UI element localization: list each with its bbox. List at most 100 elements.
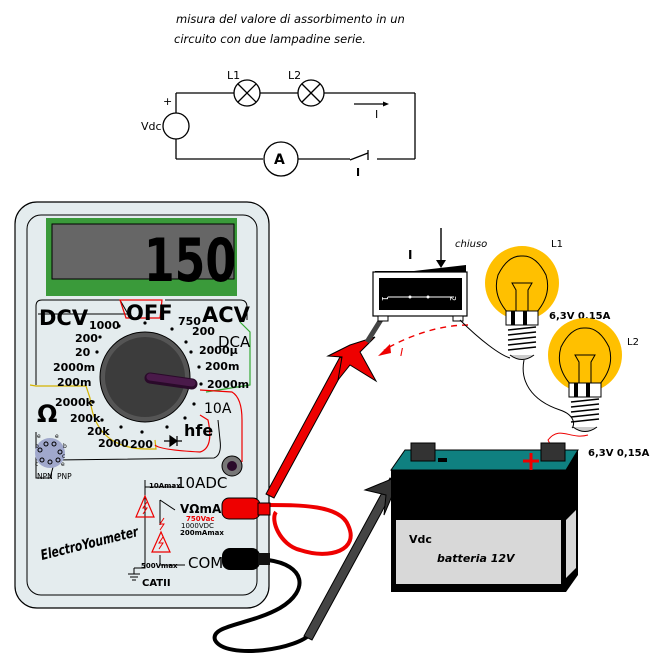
- jack-vomA-max: 200mAmax: [180, 529, 224, 537]
- dcv-range[interactable]: 1000: [89, 319, 120, 332]
- rocker-switch[interactable]: 1 2: [372, 228, 468, 322]
- bulb-l1-rating: 6,3V 0,15A: [549, 311, 611, 322]
- jack-vomA-dc: 1000VDC: [181, 522, 214, 530]
- current-flow-arrow: [383, 324, 469, 351]
- switch-symbol: [349, 152, 369, 161]
- bulb-l1: [485, 246, 559, 360]
- acv-region-outline: [165, 299, 248, 320]
- circuit-schematic: [162, 79, 416, 177]
- switch-pin-1: 1: [380, 296, 389, 301]
- dcv-region-outline: [35, 299, 129, 385]
- bulb-l1-label: L1: [551, 239, 563, 250]
- multimeter-panel: [26, 214, 258, 596]
- display-value: 150: [144, 226, 236, 296]
- dcv-range[interactable]: 20: [75, 346, 91, 359]
- acv-range[interactable]: 200: [192, 325, 215, 338]
- socket-pin-label: e: [61, 461, 65, 468]
- switch-state-label: chiuso: [455, 239, 487, 250]
- bulb-base-collar: [568, 382, 602, 398]
- switch-pointer-arrow-icon: [436, 260, 446, 268]
- lightning-icon: [158, 536, 164, 550]
- category-label: CATII: [142, 578, 171, 589]
- ground-icon: [128, 568, 140, 581]
- dca-range[interactable]: 200m: [205, 360, 239, 373]
- dial-dots: [91, 321, 203, 434]
- red-lead-plug[interactable]: [221, 497, 261, 520]
- amp10-region-outline: [199, 389, 243, 462]
- jack-com-max: 500Vmax: [141, 562, 178, 570]
- lamp-l1-symbol: [233, 79, 261, 107]
- mode-dca[interactable]: DCA: [218, 333, 251, 351]
- current-flow-label: I: [400, 346, 403, 359]
- ohm-range[interactable]: 20k: [87, 425, 110, 438]
- mode-hfe[interactable]: hfe: [184, 421, 213, 440]
- dca-range[interactable]: 2000µ: [199, 344, 238, 357]
- ohm-range[interactable]: 200k: [70, 412, 101, 425]
- source-label: Vdc: [141, 120, 162, 133]
- lamp-l1-label: L1: [227, 69, 240, 82]
- mode-dcv[interactable]: DCV: [39, 306, 89, 330]
- lightning-icon: [159, 517, 165, 531]
- socket-pin-label: b: [35, 443, 39, 450]
- bulb-base-collar: [505, 310, 539, 326]
- lamp-l2-label: L2: [288, 69, 301, 82]
- ohm-region-outline: [29, 384, 157, 450]
- bulb-filament: [574, 354, 596, 383]
- mode-off[interactable]: OFF: [126, 301, 173, 325]
- switch-label: I: [408, 248, 412, 262]
- dcv-range[interactable]: 2000m: [53, 361, 95, 374]
- socket-pin-label: b: [63, 443, 67, 450]
- battery: [390, 442, 579, 592]
- ohm-range[interactable]: 2000: [98, 437, 129, 450]
- lightning-icon: [142, 501, 148, 515]
- red-probe-tip: [364, 316, 385, 344]
- current-arrowhead-icon: [383, 101, 389, 107]
- current-flow-arrowhead-icon: [378, 344, 391, 356]
- ammeter-label: A: [274, 152, 285, 168]
- switch-label: I: [356, 166, 360, 179]
- ohm-range[interactable]: 200: [130, 438, 153, 451]
- black-probe-shaft: [303, 477, 399, 641]
- mode-acv[interactable]: ACV: [202, 303, 251, 327]
- acv-range[interactable]: 750: [178, 315, 201, 328]
- battery-negative-terminal: [410, 442, 436, 462]
- dca-range[interactable]: 2000m: [207, 378, 249, 391]
- socket-pin-label: c: [35, 461, 38, 468]
- mode-10a[interactable]: 10A: [204, 401, 232, 417]
- battery-type-label: Vdc: [409, 533, 432, 546]
- wire-l1-to-l2: [522, 359, 574, 429]
- display-lcd: [51, 223, 235, 280]
- hfe-region-outline: [35, 419, 221, 479]
- bulb-filament: [511, 282, 533, 311]
- plus-sign: +: [163, 95, 172, 108]
- bulb-glass: [558, 327, 612, 386]
- jack-com-label: COM: [188, 554, 223, 572]
- socket-pin-label: e: [37, 433, 41, 440]
- wire-switch-to-l1: [459, 319, 511, 359]
- mode-ohm[interactable]: Ω: [37, 400, 57, 428]
- ohm-range[interactable]: 2000k: [55, 396, 94, 409]
- switch-face: [379, 278, 462, 310]
- socket-pin-label: c: [62, 453, 65, 460]
- battery-plus-icon: [523, 453, 539, 470]
- dcv-range[interactable]: 200: [75, 332, 98, 345]
- black-lead-plug[interactable]: [222, 548, 260, 570]
- current-label: I: [375, 108, 378, 121]
- bulb-l2-rating: 6,3V 0,15A: [588, 448, 650, 459]
- red-lead-cable: [267, 503, 353, 556]
- jack-vomA-label: VΩmA: [180, 502, 222, 516]
- battery-label-panel: [396, 520, 561, 584]
- red-probe-shaft: [265, 356, 349, 499]
- red-probe-guard: [326, 336, 378, 383]
- multimeter: 150 DCV OFF ACV DCA Ω hfe 10A: [14, 201, 270, 609]
- warning-triangle-icon: [135, 494, 155, 518]
- jack-10adc-label: 10ADC: [176, 474, 227, 492]
- red-test-lead[interactable]: [221, 316, 385, 556]
- switch-rocker[interactable]: [375, 265, 466, 272]
- diode-icon[interactable]: [164, 434, 182, 448]
- dcv-range[interactable]: 200m: [57, 376, 91, 389]
- bulb-l2-label: L2: [627, 337, 639, 348]
- transistor-socket[interactable]: [35, 438, 65, 468]
- warning-triangle-icon: [151, 530, 171, 553]
